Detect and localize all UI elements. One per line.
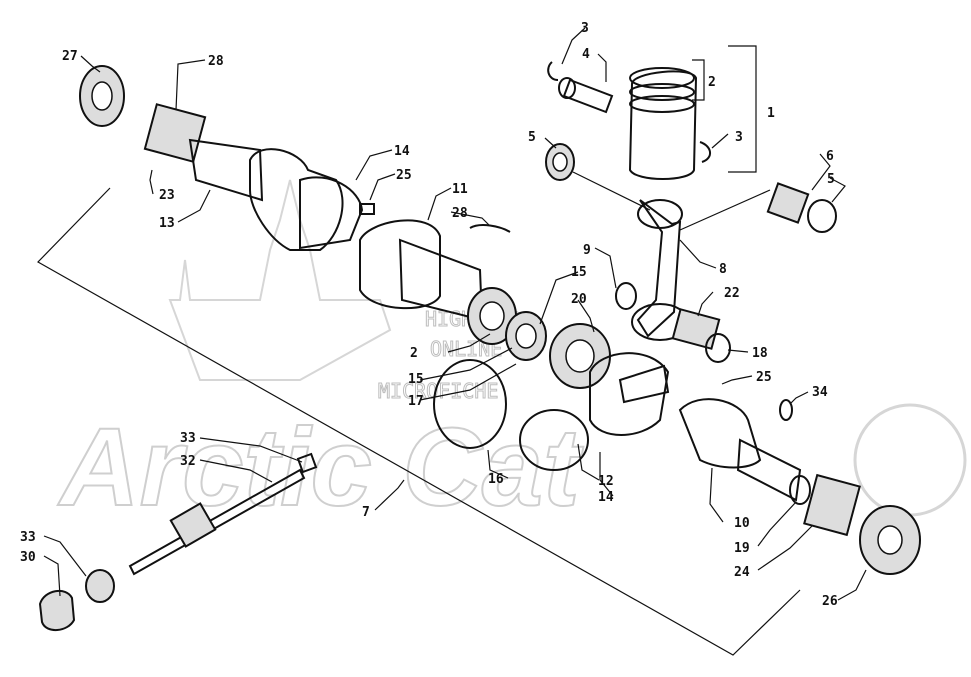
- piston-top: [629, 67, 695, 89]
- label-7: 7: [362, 505, 370, 520]
- label-14b: 14: [598, 490, 614, 505]
- label-33a: 33: [180, 431, 196, 446]
- thrust-washer-right: [807, 199, 837, 233]
- connecting-rod: [636, 199, 682, 338]
- label-15b: 15: [408, 372, 424, 387]
- label-13: 13: [159, 216, 175, 231]
- needle-bearing-large: [671, 308, 721, 350]
- label-5a: 5: [528, 130, 536, 145]
- label-24: 24: [734, 565, 750, 580]
- part-labels: 1 2 3 4 3 5 6 5 27 28 14 25 23 13 11 28 …: [20, 21, 838, 609]
- piston: [628, 70, 698, 180]
- shaft-right: [736, 438, 802, 502]
- crank-web-left: [249, 148, 344, 251]
- label-33b: 33: [20, 530, 36, 545]
- label-28a: 28: [208, 54, 224, 69]
- rod-small-end: [637, 199, 683, 229]
- right-crank-group: [589, 352, 921, 575]
- label-19: 19: [734, 541, 750, 556]
- label-23: 23: [159, 188, 175, 203]
- assembly-bracket: [37, 187, 801, 656]
- watermark-brand: Arctic Cat: [57, 406, 584, 529]
- label-6: 6: [826, 149, 834, 164]
- ring-bracket: [692, 59, 705, 101]
- bearing-left: [143, 103, 207, 163]
- label-12: 12: [598, 474, 614, 489]
- label-26: 26: [822, 594, 838, 609]
- drive-group: [38, 452, 318, 631]
- watermark-wheel: [853, 403, 967, 517]
- bearing-hole-2: [515, 323, 537, 349]
- washer-33a: [296, 452, 318, 474]
- needle-bearing-small: [766, 182, 810, 224]
- label-27: 27: [62, 49, 78, 64]
- label-4: 4: [582, 47, 590, 62]
- piston-pin: [562, 78, 614, 114]
- circlip-left: [547, 61, 559, 81]
- label-3b: 3: [735, 130, 743, 145]
- piston-group: [547, 45, 757, 180]
- labyrinth-seal: [359, 219, 441, 310]
- crank-pin: [618, 364, 670, 404]
- piston-bracket: [728, 45, 757, 173]
- line-washer-rod: [572, 171, 651, 211]
- pin-end: [558, 77, 576, 99]
- label-15a: 15: [571, 265, 587, 280]
- key-25: [359, 203, 375, 215]
- crank-web-12: [589, 352, 670, 436]
- circlip-right: [699, 141, 711, 163]
- label-34: 34: [812, 385, 828, 400]
- label-2b: 2: [410, 346, 418, 361]
- label-18: 18: [752, 346, 768, 361]
- label-17: 17: [408, 394, 424, 409]
- o-ring-16a: [433, 359, 507, 449]
- bearing-hole-20: [565, 339, 595, 373]
- label-32: 32: [180, 454, 196, 469]
- washer-hole: [552, 152, 568, 172]
- crank-web-10: [678, 398, 762, 469]
- bearing-hole-1: [479, 301, 505, 331]
- flywheel-disc: [299, 176, 364, 250]
- label-25b: 25: [756, 370, 772, 385]
- line-rod-bearing: [679, 189, 771, 231]
- seal-hole: [91, 81, 113, 111]
- label-30: 30: [20, 550, 36, 565]
- label-14a: 14: [394, 144, 410, 159]
- label-22: 22: [724, 286, 740, 301]
- label-25a: 25: [396, 168, 412, 183]
- circlip-28: [469, 224, 511, 233]
- label-2a: 2: [708, 75, 716, 90]
- nut-30: [38, 589, 76, 631]
- washer-33b: [85, 569, 115, 603]
- piston-ring-lower: [629, 95, 695, 113]
- bearing-right: [803, 473, 861, 537]
- label-10: 10: [734, 516, 750, 531]
- seal-hole-right: [877, 525, 903, 555]
- washer-18: [705, 333, 731, 363]
- label-11: 11: [452, 182, 468, 197]
- washer-9: [615, 282, 637, 310]
- label-20: 20: [571, 292, 587, 307]
- label-1: 1: [767, 106, 775, 121]
- label-8: 8: [719, 262, 727, 277]
- label-5b: 5: [827, 172, 835, 187]
- leader-lines: [43, 27, 867, 601]
- label-3a: 3: [581, 21, 589, 36]
- key-34: [779, 399, 793, 421]
- label-16: 16: [488, 472, 504, 487]
- watermark: Arctic Cat HIGHLAND ONLINE MICROFICHE: [56, 179, 967, 530]
- washer-19: [789, 475, 811, 505]
- drive-shaft: [128, 468, 306, 576]
- connecting-rod-group: [545, 143, 837, 363]
- shaft-left: [188, 138, 264, 202]
- label-28b: 28: [452, 206, 468, 221]
- watermark-castle: [168, 179, 392, 381]
- o-ring-16b: [519, 409, 589, 471]
- left-crank-group: [79, 65, 375, 251]
- drive-gear: [169, 502, 217, 548]
- piston-ring-upper: [629, 83, 695, 101]
- label-9: 9: [583, 243, 591, 258]
